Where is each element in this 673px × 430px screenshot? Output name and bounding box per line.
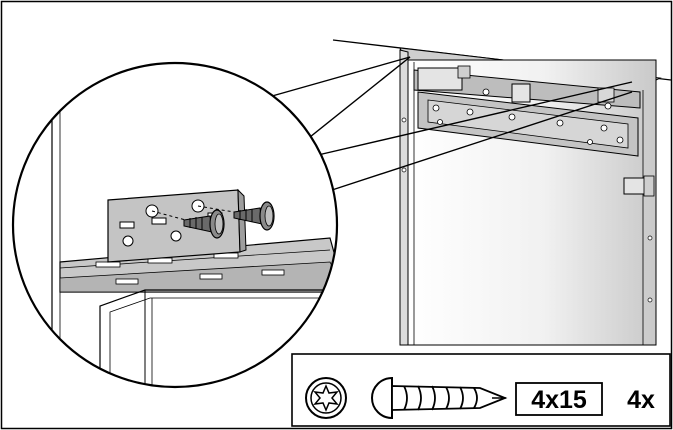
screw-size-label: 4x15 (531, 386, 587, 414)
cabinet-left-side (399, 49, 409, 346)
screw-quantity-label: 4x (627, 386, 655, 414)
screw-inserting (183, 209, 225, 239)
top-bracket-left (417, 67, 463, 91)
screw-size-box (515, 382, 603, 416)
magnifier-callout-lines (257, 56, 633, 191)
torx-drive-icon (305, 377, 347, 419)
magnifier-circle (11, 61, 339, 389)
appliance-cabinet (332, 39, 672, 346)
screw-inserting (233, 201, 275, 231)
top-bracket-center (511, 83, 531, 103)
magnified-detail (11, 61, 339, 389)
screw-spec-legend: 4x15 4x (291, 353, 671, 427)
wood-screw-icon (371, 376, 508, 420)
